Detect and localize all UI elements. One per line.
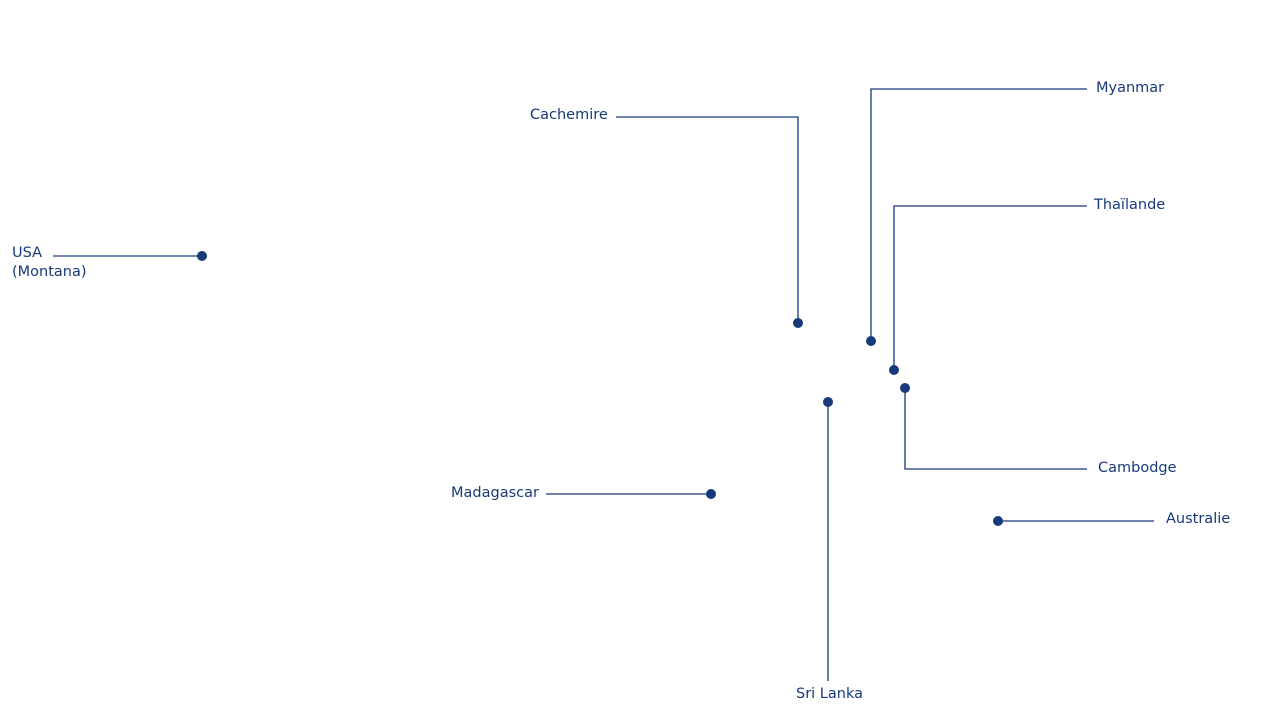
location-cachemire[interactable] xyxy=(616,116,803,328)
label-madagascar: Madagascar xyxy=(451,485,539,501)
leader-line-thailande xyxy=(893,205,1087,370)
marker-dot-sri-lanka[interactable] xyxy=(823,397,833,407)
marker-dot-madagascar[interactable] xyxy=(706,489,716,499)
marker-dot-myanmar[interactable] xyxy=(866,336,876,346)
label-usa-montana: USA (Montana) xyxy=(12,244,87,282)
leader-line-cambodge xyxy=(904,388,1087,470)
label-myanmar: Myanmar xyxy=(1096,80,1165,96)
label-australie: Australie xyxy=(1166,511,1231,527)
marker-dot-australie[interactable] xyxy=(993,516,1003,526)
location-usa-montana[interactable] xyxy=(53,251,207,261)
location-cambodge[interactable] xyxy=(900,383,1087,470)
leader-line-cachemire xyxy=(616,116,799,323)
marker-dot-cachemire[interactable] xyxy=(793,318,803,328)
leader-line-myanmar xyxy=(870,88,1087,341)
marker-dot-thailande[interactable] xyxy=(889,365,899,375)
location-sri-lanka[interactable] xyxy=(823,397,833,681)
marker-dot-cambodge[interactable] xyxy=(900,383,910,393)
label-sri-lanka: Sri Lanka xyxy=(796,686,863,702)
label-cambodge: Cambodge xyxy=(1098,460,1177,476)
location-madagascar[interactable] xyxy=(546,489,716,499)
label-cachemire: Cachemire xyxy=(530,107,608,123)
marker-dot-usa-montana[interactable] xyxy=(197,251,207,261)
location-thailande[interactable] xyxy=(889,205,1087,375)
label-usa-montana-line-2: (Montana) xyxy=(12,264,87,280)
location-myanmar[interactable] xyxy=(866,88,1087,346)
label-thailande: Thaïlande xyxy=(1094,197,1166,213)
location-australie[interactable] xyxy=(993,516,1154,526)
label-usa-montana-line-1: USA xyxy=(12,245,43,261)
